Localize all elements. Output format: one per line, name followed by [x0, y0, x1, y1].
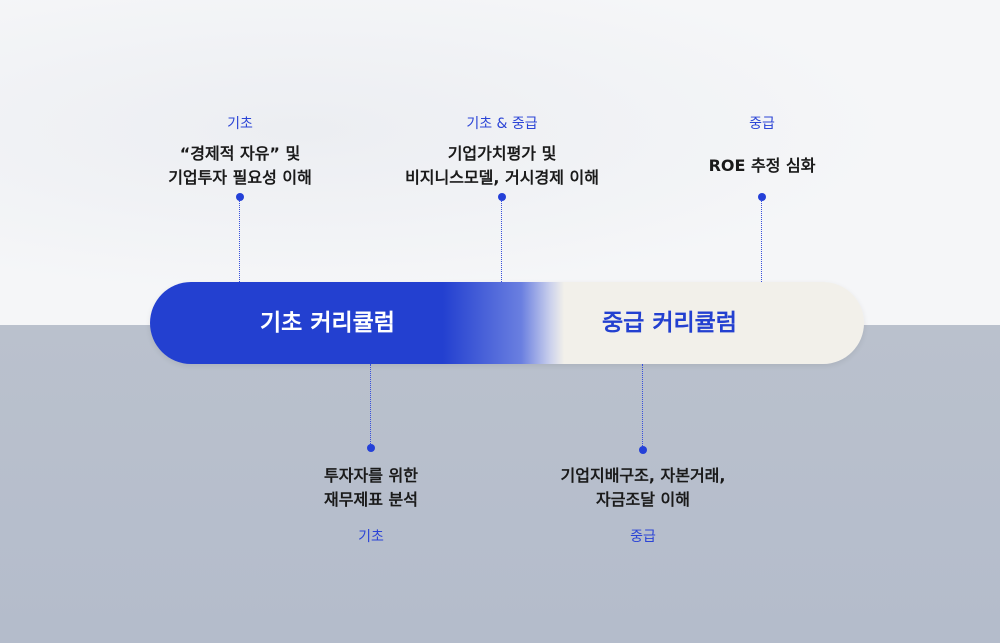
connector-line: [239, 200, 240, 282]
timeline-dot: [498, 193, 506, 201]
item-text: 기업지배구조, 자본거래,자금조달 이해: [560, 466, 726, 509]
timeline-dot: [367, 444, 375, 452]
level-label: 기초: [358, 529, 384, 545]
level-label: 기초: [227, 116, 253, 132]
connector-line: [370, 364, 371, 446]
level-label: 기초 & 중급: [466, 116, 538, 132]
item-text: ROE 추정 심화: [708, 156, 816, 175]
timeline-dot: [236, 193, 244, 201]
top-item-3: 중급 ROE 추정 심화: [612, 113, 912, 178]
connector-line: [501, 200, 502, 282]
background-bottom: [0, 325, 1000, 643]
intermediate-curriculum-label: 중급 커리큘럼: [602, 310, 737, 336]
level-label: 중급: [749, 116, 775, 132]
connector-line: [761, 200, 762, 282]
bottom-item-2: 기업지배구조, 자본거래,자금조달 이해 중급: [493, 464, 793, 546]
timeline-dot: [758, 193, 766, 201]
level-label: 중급: [630, 529, 656, 545]
background-top: [0, 0, 1000, 325]
timeline-dot: [639, 446, 647, 454]
basic-curriculum-label: 기초 커리큘럼: [260, 310, 395, 336]
curriculum-bar: 기초 커리큘럼 중급 커리큘럼: [150, 282, 864, 364]
connector-line: [642, 364, 643, 448]
